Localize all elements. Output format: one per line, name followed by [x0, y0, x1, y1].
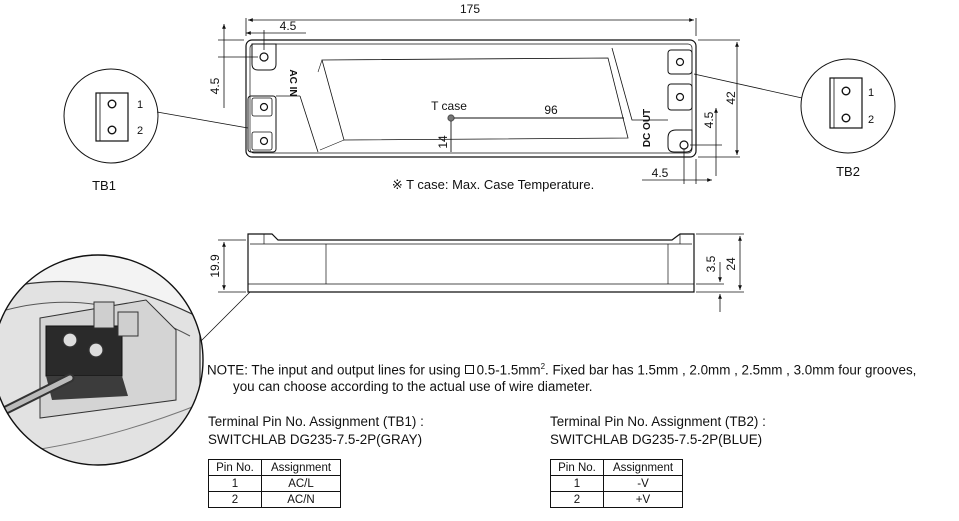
square-icon [464, 365, 474, 375]
dim-hole-y-right: 4.5 [702, 111, 716, 128]
label-recess [321, 57, 629, 141]
tcase-point [447, 114, 455, 122]
tb1-pin-table: Pin No. Assignment 1 AC/L 2 AC/N [208, 459, 341, 508]
top-view [245, 39, 697, 158]
terminal-screw-icon [107, 99, 117, 109]
dim-height-left: 19.9 [208, 254, 222, 278]
tb1-label: TB1 [92, 178, 116, 193]
table-row: 1 -V [550, 475, 683, 492]
tb2-label: TB2 [836, 164, 860, 179]
wire-note: NOTE: The input and output lines for usi… [207, 362, 917, 395]
dim-hole-x-right: 4.5 [652, 166, 669, 180]
tb2-pin-table: Pin No. Assignment 1 -V 2 +V [550, 459, 683, 508]
dim-height-right: 24 [724, 257, 738, 271]
ac-in-label: AC IN [287, 69, 298, 96]
mounting-hole-right [679, 140, 689, 150]
tb2-table-title: Terminal Pin No. Assignment (TB2) : [550, 414, 766, 429]
dim-hole-x-left: 4.5 [280, 19, 297, 33]
dim-tcase-x: 96 [544, 103, 558, 117]
screw-icon [259, 102, 269, 112]
dim-tcase-y: 14 [436, 135, 450, 149]
tb1-detail [63, 68, 249, 164]
tb1-pin2: 2 [137, 125, 143, 137]
dim-hole-y-left: 4.5 [208, 77, 222, 94]
tcase-label: T case [431, 99, 467, 113]
screw-icon [259, 136, 269, 146]
screw-icon [675, 92, 685, 102]
tb2-detail [693, 58, 896, 154]
table-row: 2 AC/N [208, 491, 341, 508]
tb1-part-number: SWITCHLAB DG235-7.5-2P(GRAY) [208, 432, 423, 447]
tb1-table-title: Terminal Pin No. Assignment (TB1) : [208, 414, 424, 429]
tb2-pin2: 2 [868, 114, 874, 126]
mounting-hole-left [259, 52, 269, 62]
tb1-pin1: 1 [137, 99, 143, 111]
terminal-screw-icon [841, 113, 851, 123]
table-row: 1 AC/L [208, 475, 341, 492]
terminal-screw-icon [107, 125, 117, 135]
tb2-pin1: 1 [868, 87, 874, 99]
screw-icon [675, 57, 685, 67]
terminal-screw-icon [841, 86, 851, 96]
dc-out-label: DC OUT [642, 109, 653, 147]
tcase-note: ※ T case: Max. Case Temperature. [392, 177, 594, 192]
terminal-closeup-illustration [0, 254, 251, 466]
side-view [247, 233, 695, 293]
top-view-outline [245, 39, 697, 158]
tb2-part-number: SWITCHLAB DG235-7.5-2P(BLUE) [550, 432, 763, 447]
table-row: 2 +V [550, 491, 683, 508]
dim-width: 42 [724, 91, 738, 105]
dim-length: 175 [460, 2, 480, 16]
dim-foot: 3.5 [704, 255, 718, 272]
